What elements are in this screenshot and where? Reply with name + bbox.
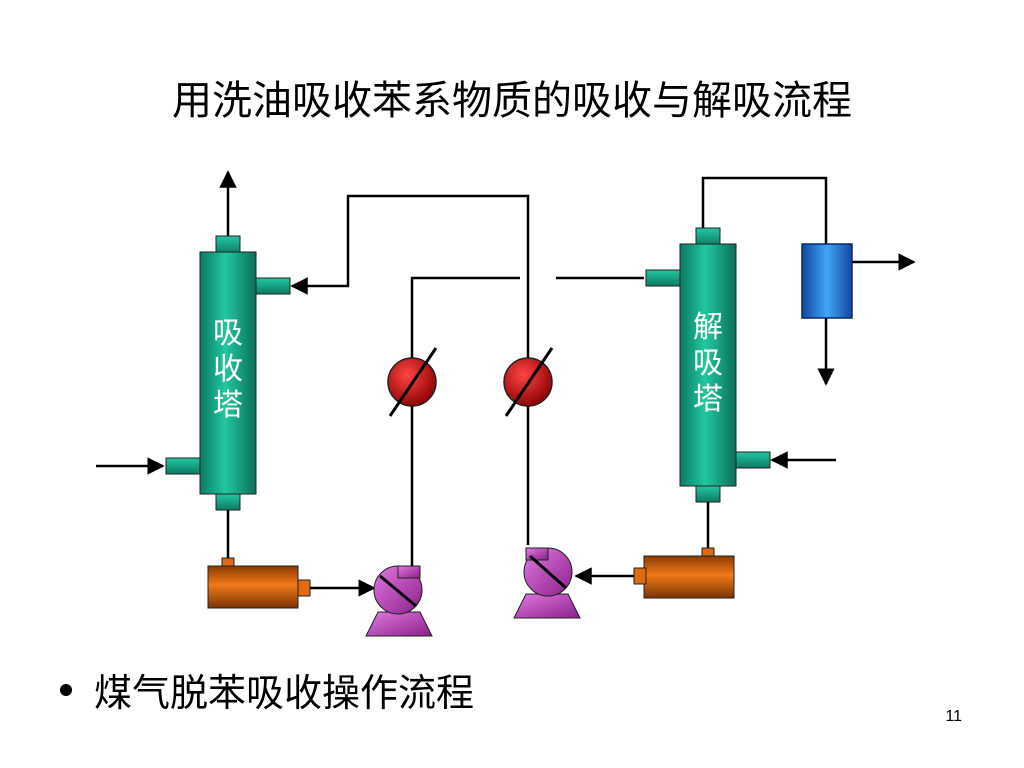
absorber-body — [199, 251, 257, 495]
condenser — [801, 243, 853, 319]
stripper-bottom-nozzle — [695, 485, 721, 503]
pipe-lines — [96, 170, 916, 597]
page-number: 11 — [945, 708, 962, 725]
absorber-tower — [165, 235, 291, 511]
stripper-bottom-side-nozzle — [735, 451, 771, 469]
rich-oil-tank — [207, 557, 311, 609]
bullet-text: 煤气脱苯吸收操作流程 — [94, 671, 475, 715]
heat-exchanger-left — [387, 347, 438, 417]
absorber-top-nozzle — [215, 235, 241, 255]
rich-oil-pump — [365, 565, 433, 637]
stripper-vapor-pipe — [701, 176, 828, 244]
lean-oil-return-pipe — [290, 194, 530, 298]
lean-oil-tank — [633, 547, 735, 599]
absorber-bottom-nozzle — [215, 493, 241, 511]
heat-exchanger-right — [503, 347, 554, 417]
stripper-tower — [645, 227, 771, 503]
stripper-body — [679, 243, 737, 487]
absorber-top-side-nozzle — [255, 277, 291, 295]
stripper-top-nozzle — [695, 227, 721, 247]
bullet-item: 煤气脱苯吸收操作流程 — [60, 662, 474, 717]
stripper-top-side-nozzle — [645, 269, 681, 287]
slide-title: 用洗油吸收苯系物质的吸收与解吸流程 — [172, 78, 852, 124]
absorber-label: 吸收塔 — [213, 316, 243, 423]
rich-oil-pipe — [410, 276, 520, 568]
lean-oil-pump — [513, 547, 581, 619]
bullet-dot-icon — [60, 683, 72, 696]
stripper-label: 解吸塔 — [693, 310, 723, 417]
absorber-bottom-side-nozzle — [165, 457, 201, 475]
